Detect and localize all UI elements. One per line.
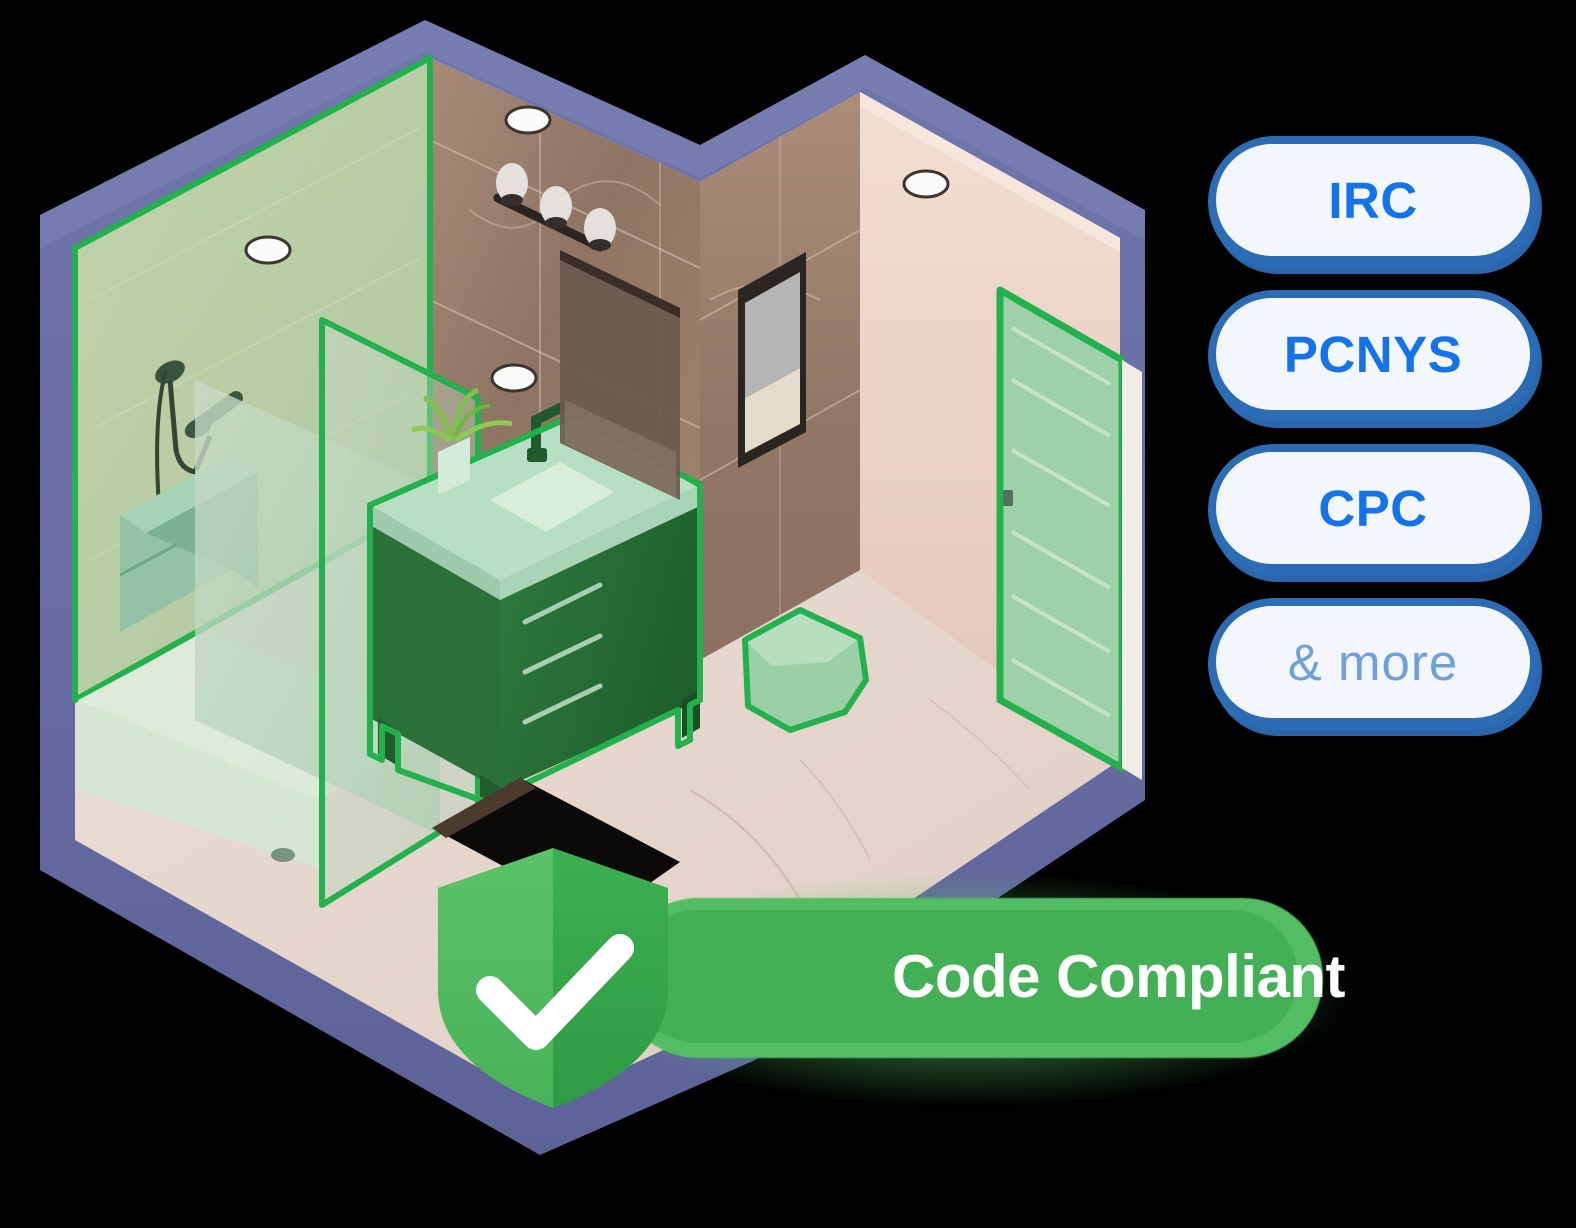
code-pill-irc[interactable]: IRC [1208, 136, 1538, 268]
framed-artwork [738, 252, 806, 468]
code-pill-cpc[interactable]: CPC [1208, 444, 1538, 576]
code-standards-list: IRC PCNYS CPC & more [1208, 136, 1556, 730]
code-pill-cpc-label: CPC [1318, 479, 1428, 537]
code-pill-and-more-inner: & more [1216, 606, 1530, 718]
code-pill-irc-label: IRC [1328, 171, 1418, 229]
wall-hung-toilet [742, 607, 869, 733]
vanity-light-fixture [493, 163, 616, 252]
entry-door [996, 286, 1142, 780]
potted-plant [411, 387, 513, 495]
code-pill-cpc-inner: CPC [1216, 452, 1530, 564]
room-render [40, 20, 1145, 1155]
wall-mirror [560, 250, 680, 500]
code-pill-pcnys-label: PCNYS [1283, 325, 1463, 383]
badge-bar[interactable]: Code Compliant [630, 910, 1346, 1043]
code-pill-irc-inner: IRC [1216, 144, 1530, 256]
code-pill-and-more-label: & more [1287, 633, 1459, 691]
code-pill-and-more[interactable]: & more [1208, 598, 1538, 730]
code-pill-pcnys[interactable]: PCNYS [1208, 290, 1538, 422]
code-compliant-badge[interactable]: Code Compliant [418, 840, 1358, 1115]
bathroom-3d-model [40, 20, 1145, 1155]
shield-check-icon [438, 848, 668, 1108]
badge-label: Code Compliant [892, 943, 1346, 1010]
recessed-ceiling-lights [244, 105, 950, 393]
code-pill-pcnys-inner: PCNYS [1216, 298, 1530, 410]
